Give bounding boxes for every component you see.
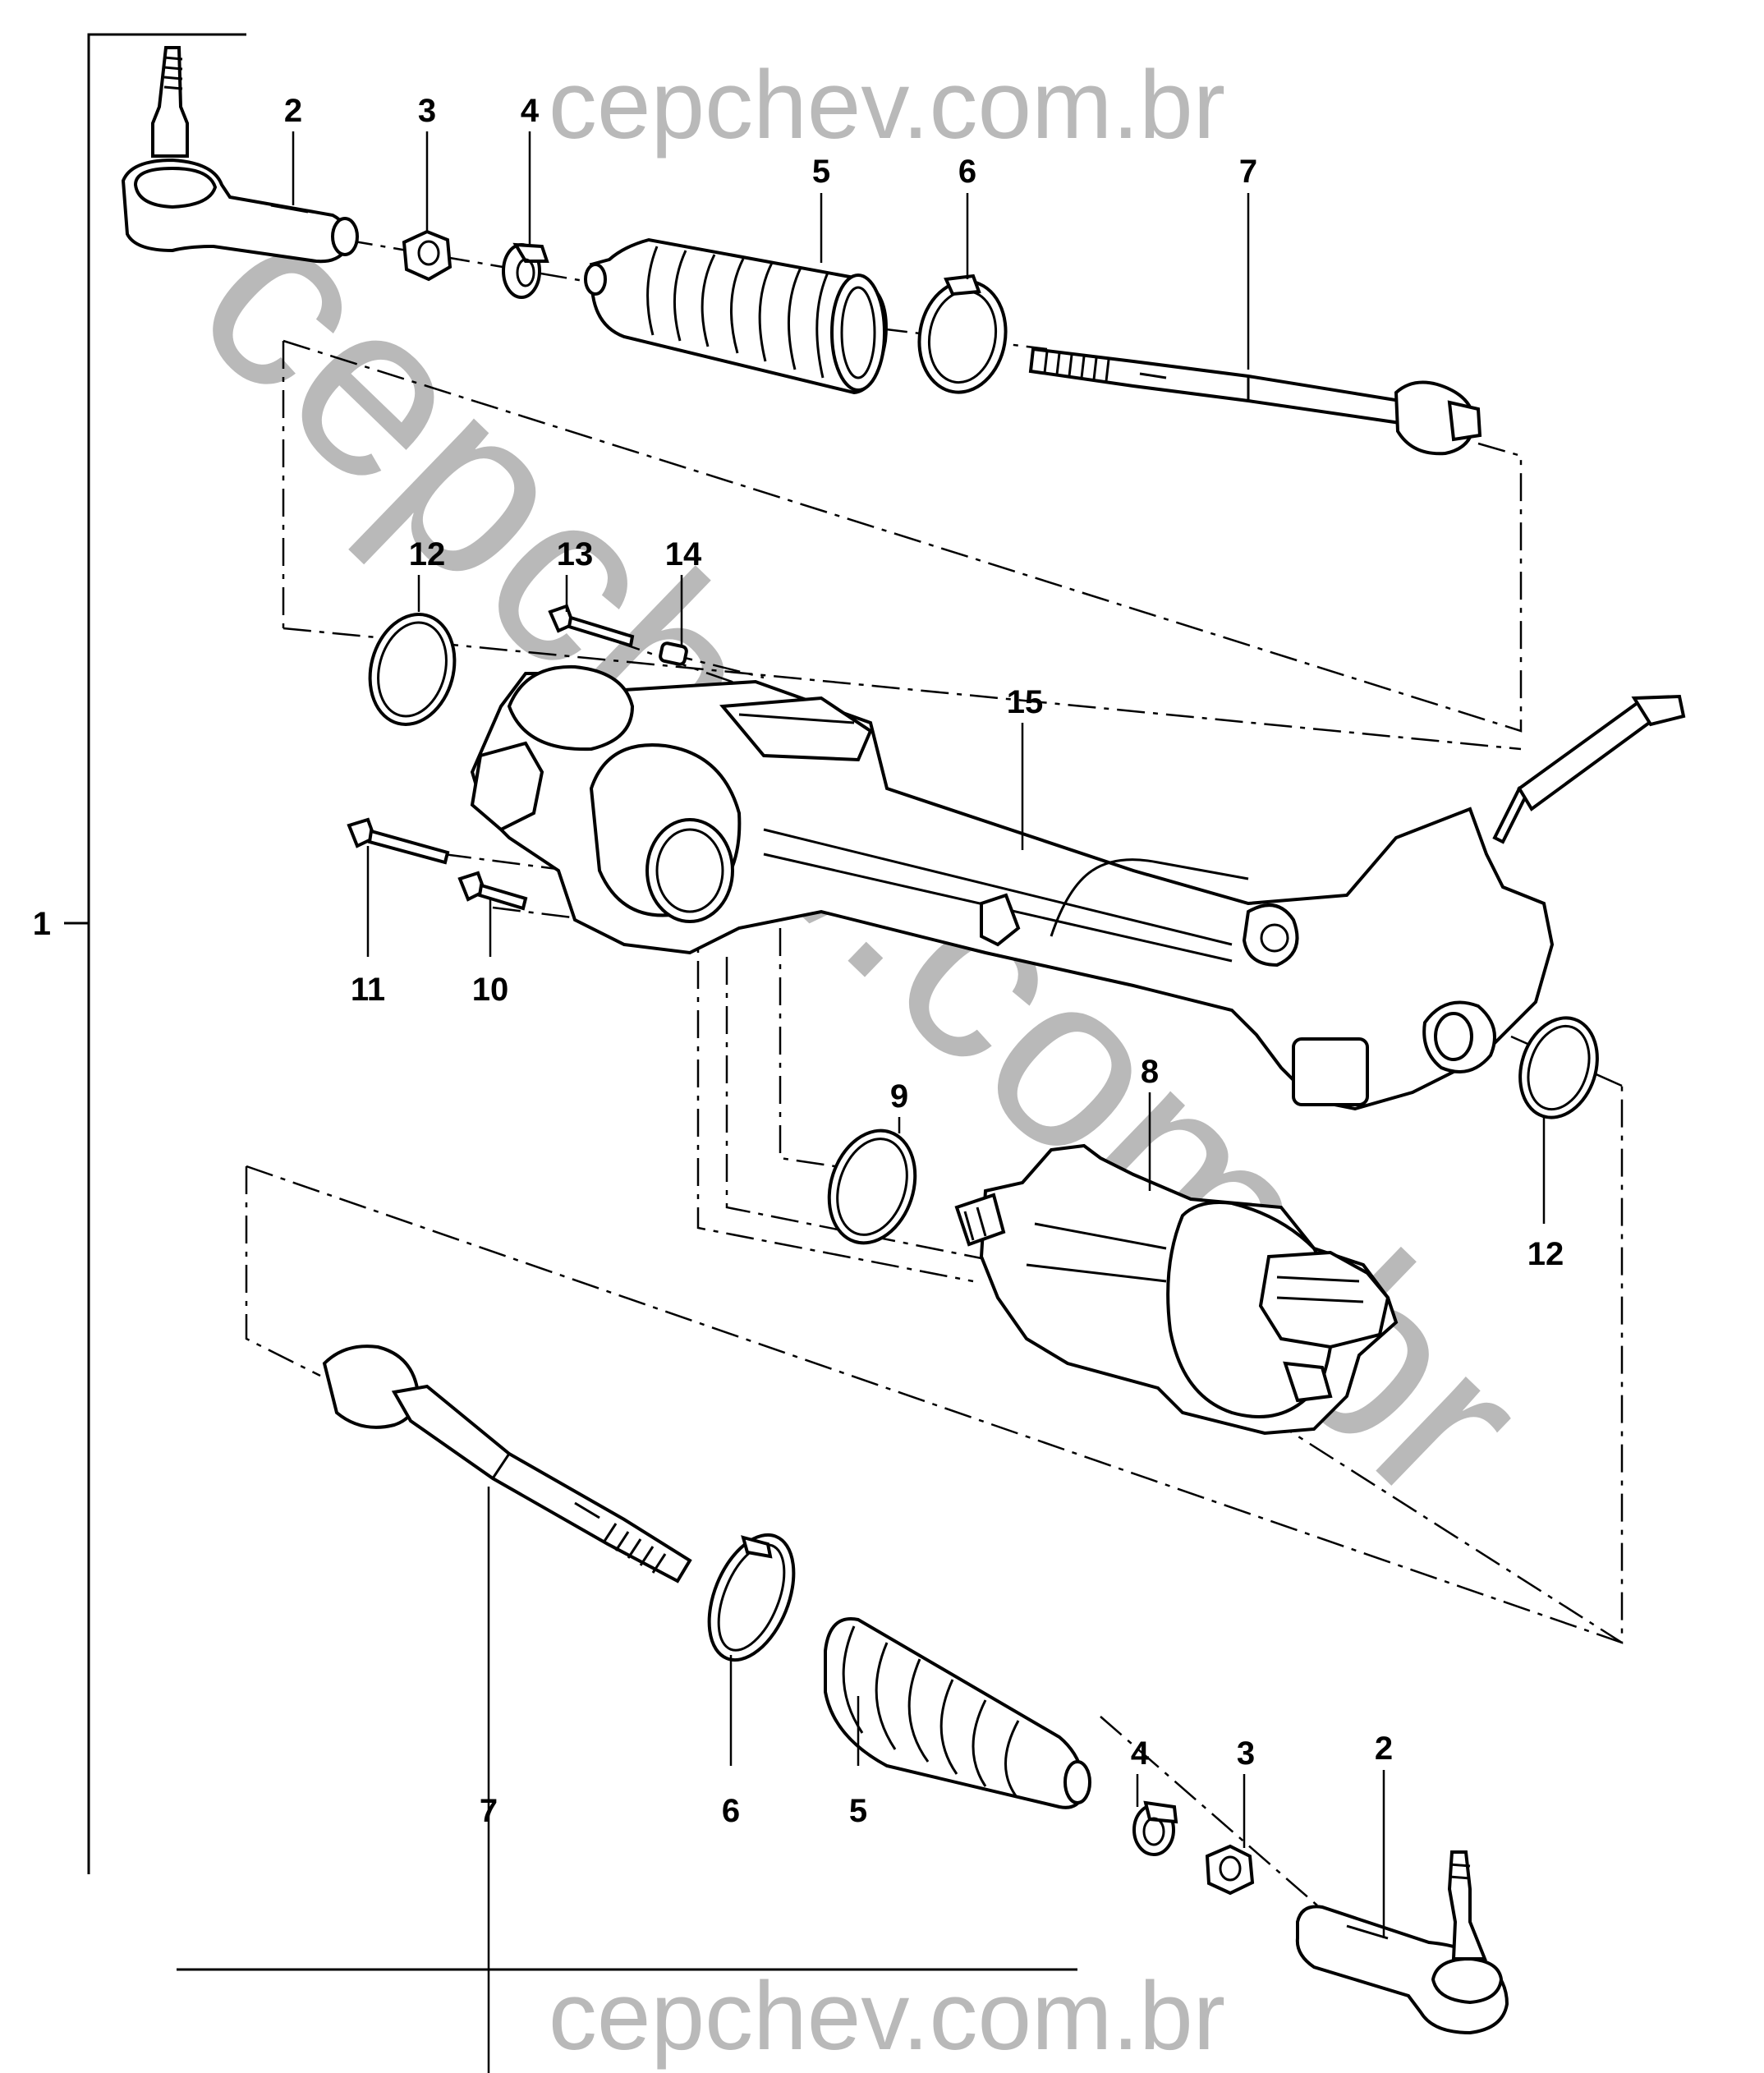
part-12-o-ring-left (368, 613, 457, 726)
part-10-short-bolt (457, 871, 528, 911)
part-11-long-bolt (347, 817, 450, 865)
part-15-rack-housing (470, 664, 1686, 1111)
callout-7-bottom: 7 (480, 1793, 498, 1829)
callout-7-top: 7 (1239, 154, 1257, 190)
callout-4-top: 4 (521, 93, 540, 129)
part-12-o-ring-right (1518, 1016, 1599, 1119)
part-6-clamp-bottom (707, 1533, 796, 1662)
callout-12-right: 12 (1527, 1236, 1564, 1272)
part-5-boot-bottom (824, 1617, 1091, 1809)
callout-1: 1 (33, 906, 51, 942)
callout-13: 13 (557, 536, 594, 572)
callout-8: 8 (1141, 1054, 1159, 1090)
callout-2-bottom: 2 (1375, 1731, 1393, 1767)
part-13-bolt (548, 604, 635, 648)
callout-3-top: 3 (418, 93, 436, 129)
part-4-clamp-top (502, 242, 549, 299)
callout-4-bottom: 4 (1131, 1735, 1150, 1772)
part-2-tie-rod-end-top (121, 46, 359, 264)
part-14-sleeve (659, 641, 688, 666)
callout-5-top: 5 (812, 154, 830, 190)
watermark-bottom: cepchev.com.br (549, 1962, 1225, 2071)
callout-labels: 1 2 3 4 5 6 7 12 13 14 15 11 10 9 8 12 7… (33, 93, 1564, 1829)
part-4-clamp-bottom (1132, 1800, 1178, 1856)
callout-15: 15 (1007, 684, 1044, 720)
callout-3-bottom: 3 (1237, 1735, 1255, 1772)
callout-6-top: 6 (958, 154, 976, 190)
callout-6-bottom: 6 (722, 1793, 740, 1829)
part-8-electric-motor (954, 1143, 1399, 1436)
part-7-inner-tie-rod-bottom (322, 1344, 692, 1583)
assembly-bracket (64, 33, 1077, 1971)
part-3-nut-top (402, 229, 452, 282)
callout-9: 9 (890, 1078, 908, 1115)
callout-12-left: 12 (409, 536, 446, 572)
part-3-nut-bottom (1205, 1844, 1255, 1896)
watermark-top: cepchev.com.br (549, 51, 1225, 159)
callout-2-top: 2 (284, 93, 302, 129)
callout-10: 10 (472, 972, 509, 1008)
part-7-inner-tie-rod-top (1028, 347, 1482, 456)
callout-14: 14 (665, 536, 702, 572)
callout-11: 11 (351, 972, 385, 1008)
part-9-o-ring (827, 1128, 917, 1245)
part-6-clamp-top (917, 273, 1008, 394)
part-5-boot-top (584, 237, 888, 395)
leader-lines (292, 131, 1546, 2073)
callout-5-bottom: 5 (849, 1793, 867, 1829)
part-2-tie-rod-end-bottom (1295, 1850, 1509, 2035)
